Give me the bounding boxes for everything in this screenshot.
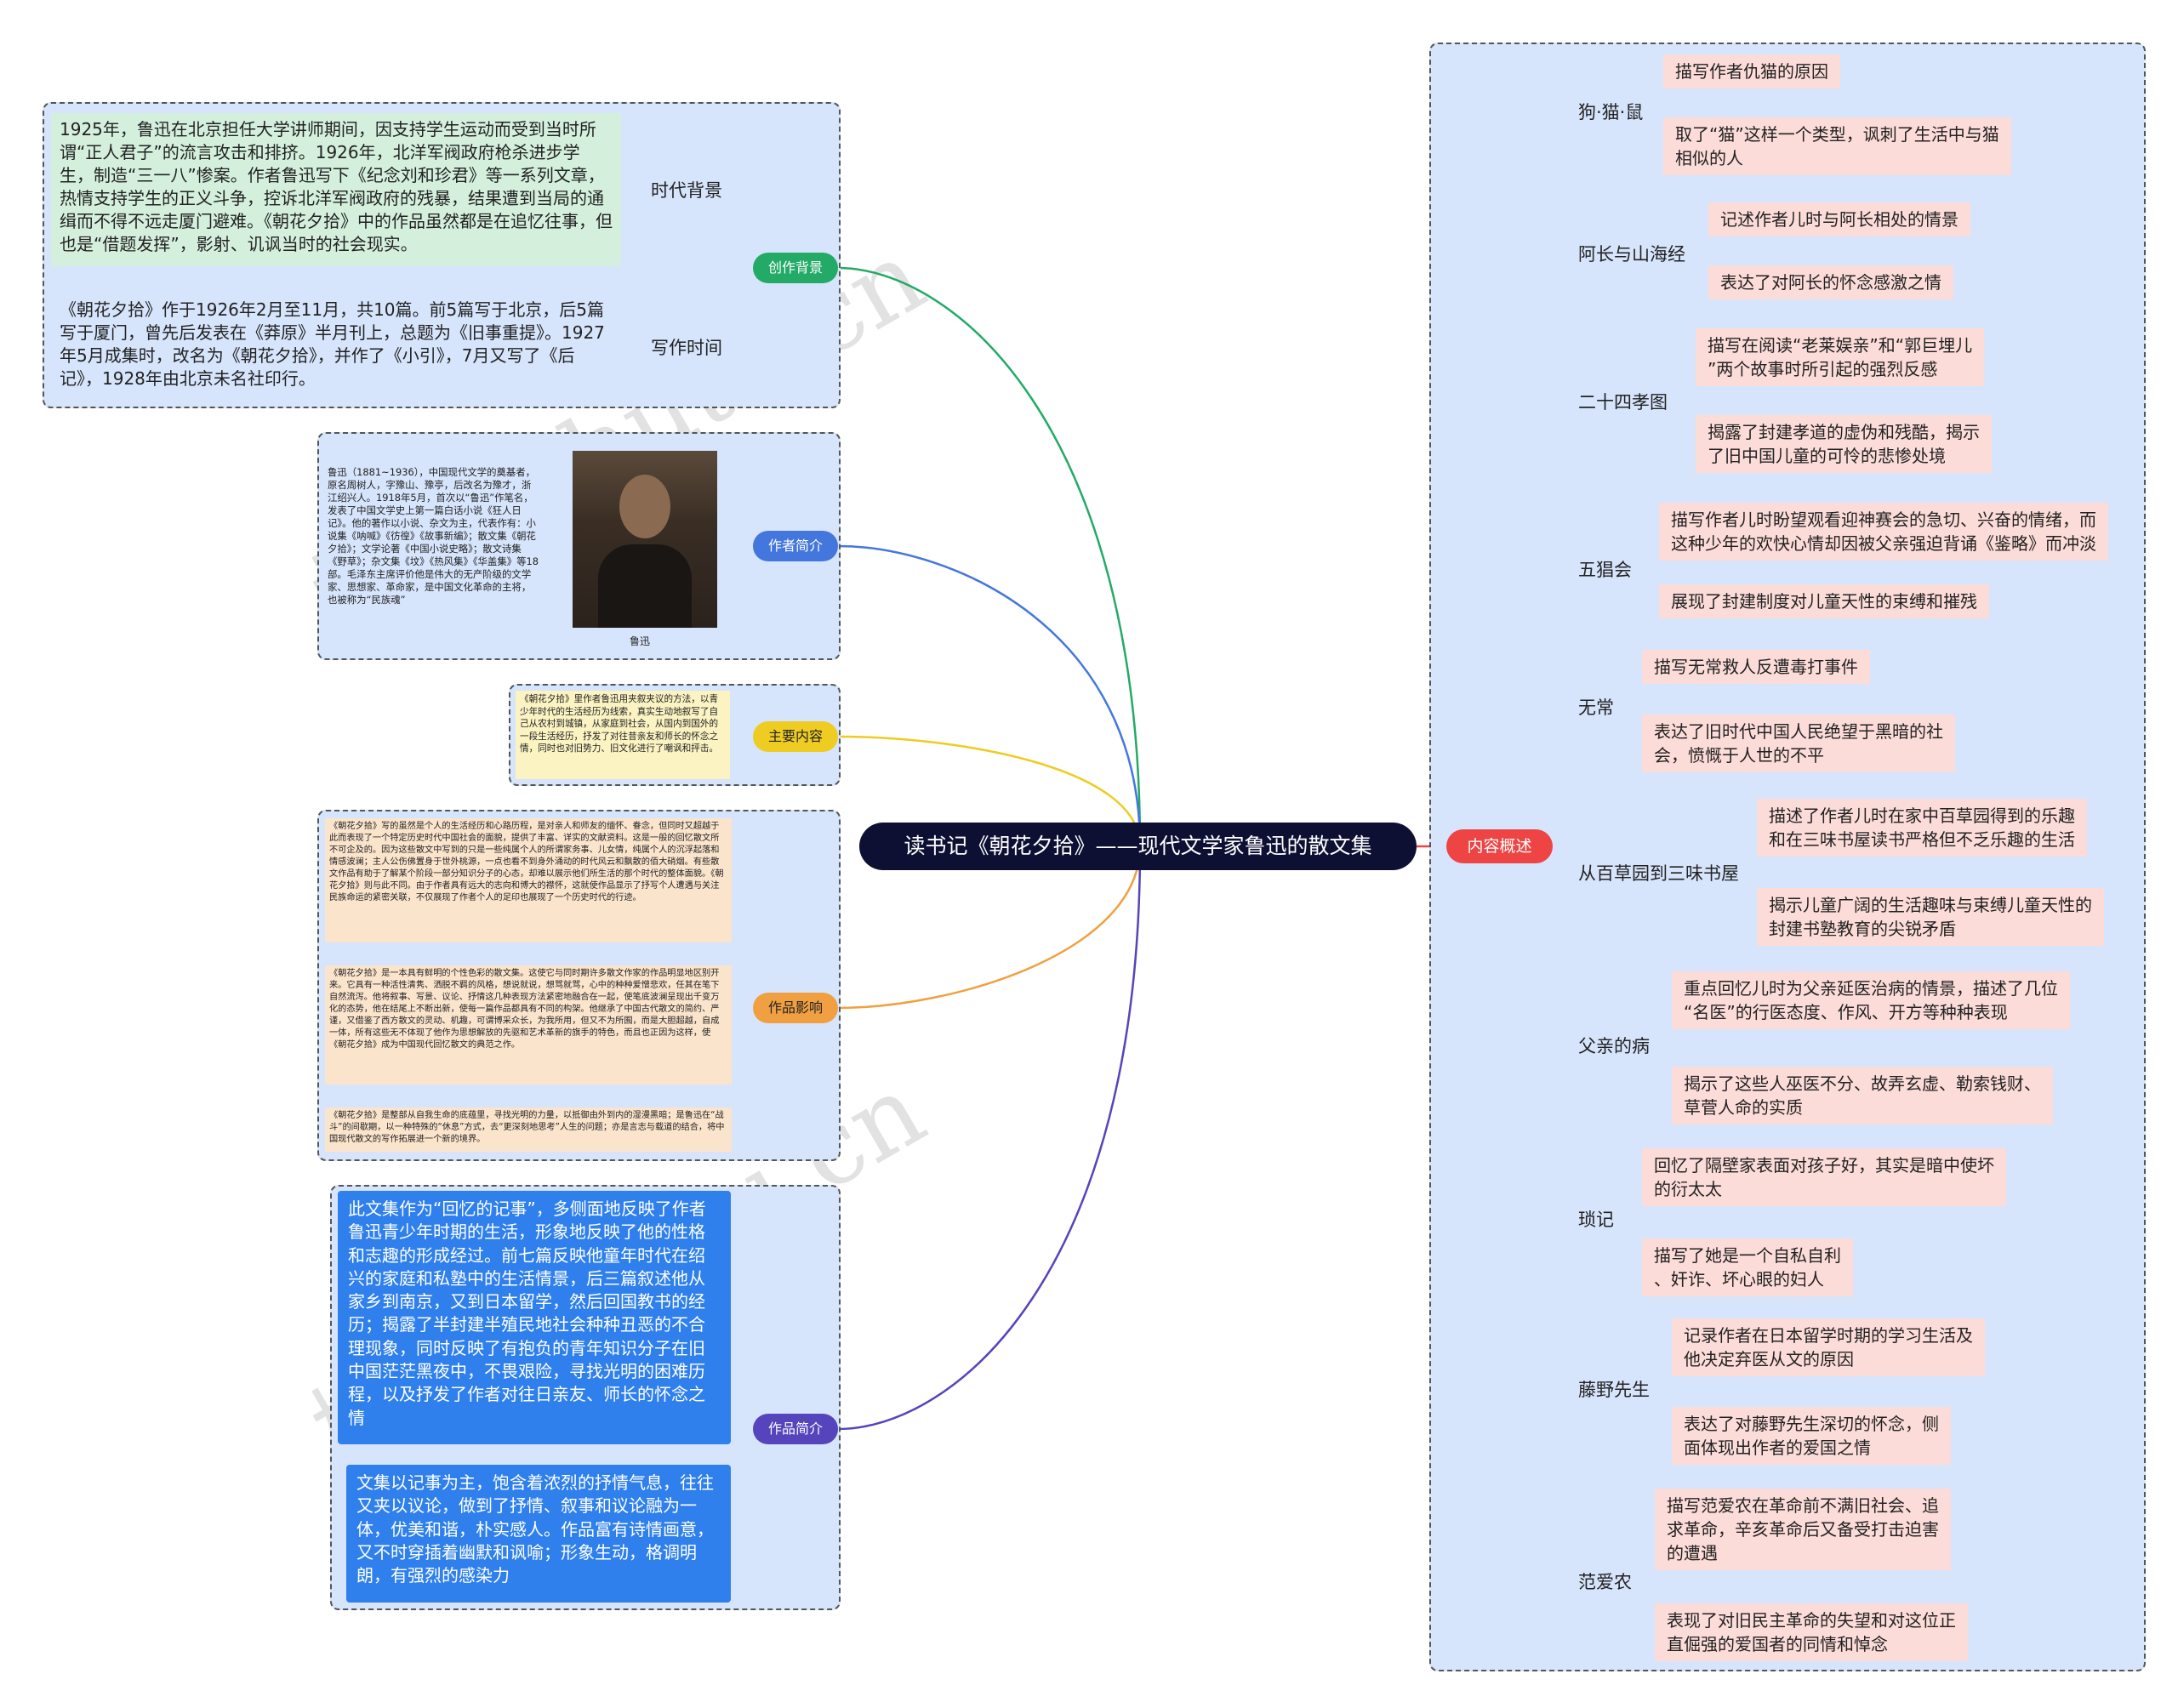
- writing-time-text: 《朝花夕拾》作于1926年2月至11月，共10篇。前5篇写于北京，后5篇写于厦门…: [51, 293, 621, 400]
- content-group-6[interactable]: 从百草园到三味书屋: [1578, 863, 1739, 884]
- content-leaf[interactable]: 描写作者仇猫的原因: [1663, 54, 1840, 88]
- content-leaf[interactable]: 展现了封建制度对儿童天性的束缚和摧残: [1659, 584, 1989, 618]
- main-content-text: 《朝花夕拾》里作者鲁迅用夹叙夹议的方法，以青少年时代的生活经历为线索，真实生动地…: [516, 691, 730, 779]
- content-leaf[interactable]: 描写范爱农在革命前不满旧社会、追 求革命，辛亥革命后又备受打击迫害 的遭遇: [1655, 1489, 1951, 1570]
- era-background-text: 1925年，鲁迅在北京担任大学讲师期间，因支持学生运动而受到当时所谓“正人君子”…: [51, 113, 621, 266]
- content-group-3[interactable]: 二十四孝图: [1578, 392, 1668, 413]
- author-caption: 鲁迅: [630, 635, 651, 647]
- content-leaf[interactable]: 表达了旧时代中国人民绝望于黑暗的社 会，愤慨于人世的不平: [1642, 715, 1955, 772]
- impact-text-1: 《朝花夕拾》写的虽然是个人的生活经历和心路历程，是对亲人和师友的缅怀、眷念，但同…: [325, 818, 732, 942]
- author-label: 作者简介: [767, 538, 823, 554]
- main-content-node[interactable]: 主要内容: [753, 721, 838, 752]
- content-overview-node[interactable]: 内容概述: [1446, 829, 1553, 863]
- content-group-2[interactable]: 阿长与山海经: [1578, 244, 1685, 265]
- content-leaf[interactable]: 描写无常救人反遭毒打事件: [1642, 650, 1870, 684]
- content-group-1[interactable]: 狗·猫·鼠: [1578, 102, 1644, 122]
- author-portrait: [573, 451, 717, 628]
- content-leaf[interactable]: 描写了她是一个自私自利 、奸诈、坏心眼的妇人: [1642, 1238, 1853, 1296]
- content-group-9[interactable]: 藤野先生: [1578, 1380, 1650, 1400]
- works-label: 作品简介: [767, 1420, 823, 1437]
- works-text-1: 此文集作为“回忆的记事”，多侧面地反映了作者鲁迅青少年时期的生活，形象地反映了他…: [338, 1191, 731, 1444]
- root-title: 读书记《朝花夕拾》——现代文学家鲁迅的散文集: [904, 834, 1372, 858]
- content-leaf[interactable]: 表达了对藤野先生深切的怀念，侧 面体现出作者的爱国之情: [1672, 1407, 1951, 1465]
- content-leaf[interactable]: 记录作者在日本留学时期的学习生活及 他决定弃医从文的原因: [1672, 1318, 1985, 1376]
- content-leaf[interactable]: 描写在阅读“老莱娱亲”和“郭巨埋儿 ”两个故事时所引起的强烈反感: [1696, 328, 1985, 386]
- impact-node[interactable]: 作品影响: [753, 993, 838, 1023]
- author-text: 鲁迅（1881~1936），中国现代文学的奠基者，原名周树人，字豫山、豫亭，后改…: [328, 466, 539, 606]
- works-node[interactable]: 作品简介: [753, 1414, 838, 1444]
- era-background-label[interactable]: 时代背景: [651, 180, 722, 201]
- impact-text-3: 《朝花夕拾》是整部从自我生命的底蕴里，寻找光明的力量，以抵御由外到内的湿漫黑暗；…: [325, 1107, 732, 1152]
- content-leaf[interactable]: 描述了作者儿时在家中百草园得到的乐趣 和在三味书屋读书严格但不乏乐趣的生活: [1757, 799, 2087, 857]
- content-group-10[interactable]: 范爱农: [1578, 1572, 1632, 1592]
- impact-text-2: 《朝花夕拾》是一本具有鲜明的个性色彩的散文集。这使它与同时期许多散文作家的作品明…: [325, 965, 732, 1085]
- content-leaf[interactable]: 回忆了隔壁家表面对孩子好，其实是暗中使坏 的衍太太: [1642, 1148, 2006, 1206]
- content-leaf[interactable]: 重点回忆儿时为父亲延医治病的情景，描述了几位 “名医”的行医态度、作风、开方等种…: [1672, 971, 2070, 1029]
- content-group-7[interactable]: 父亲的病: [1578, 1036, 1650, 1056]
- creation-node[interactable]: 创作背景: [753, 253, 838, 283]
- content-group-4[interactable]: 五猖会: [1578, 560, 1632, 580]
- content-leaf[interactable]: 取了“猫”这样一个类型，讽刺了生活中与猫 相似的人: [1663, 117, 2011, 175]
- content-leaf[interactable]: 表现了对旧民主革命的失望和对这位正 直倔强的爱国者的同情和悼念: [1655, 1603, 1968, 1661]
- content-overview-label: 内容概述: [1467, 837, 1532, 856]
- root-node[interactable]: 读书记《朝花夕拾》——现代文学家鲁迅的散文集: [859, 823, 1417, 870]
- content-group-5[interactable]: 无常: [1578, 697, 1614, 718]
- content-leaf[interactable]: 表达了对阿长的怀念感激之情: [1708, 265, 1953, 299]
- impact-label: 作品影响: [767, 999, 823, 1016]
- content-leaf[interactable]: 记述作者儿时与阿长相处的情景: [1708, 202, 1970, 236]
- creation-label: 创作背景: [767, 259, 823, 276]
- works-text-2: 文集以记事为主，饱含着浓烈的抒情气息，往往又夹以议论，做到了抒情、叙事和议论融为…: [346, 1465, 731, 1603]
- main-content-label: 主要内容: [767, 728, 823, 744]
- content-leaf[interactable]: 揭露了封建孝道的虚伪和残酷，揭示 了旧中国儿童的可怜的悲惨处境: [1696, 415, 1992, 473]
- content-group-8[interactable]: 琐记: [1578, 1210, 1614, 1230]
- content-leaf[interactable]: 揭示了这些人巫医不分、故弄玄虚、勒索钱财、 草菅人命的实质: [1672, 1067, 2053, 1124]
- content-leaf[interactable]: 揭示儿童广阔的生活趣味与束缚儿童天性的 封建书塾教育的尖锐矛盾: [1757, 888, 2104, 946]
- author-node[interactable]: 作者简介: [753, 531, 838, 561]
- writing-time-label[interactable]: 写作时间: [651, 338, 722, 358]
- content-leaf[interactable]: 描写作者儿时盼望观看迎神赛会的急切、兴奋的情绪，而 这种少年的欢快心情却因被父亲…: [1659, 503, 2108, 561]
